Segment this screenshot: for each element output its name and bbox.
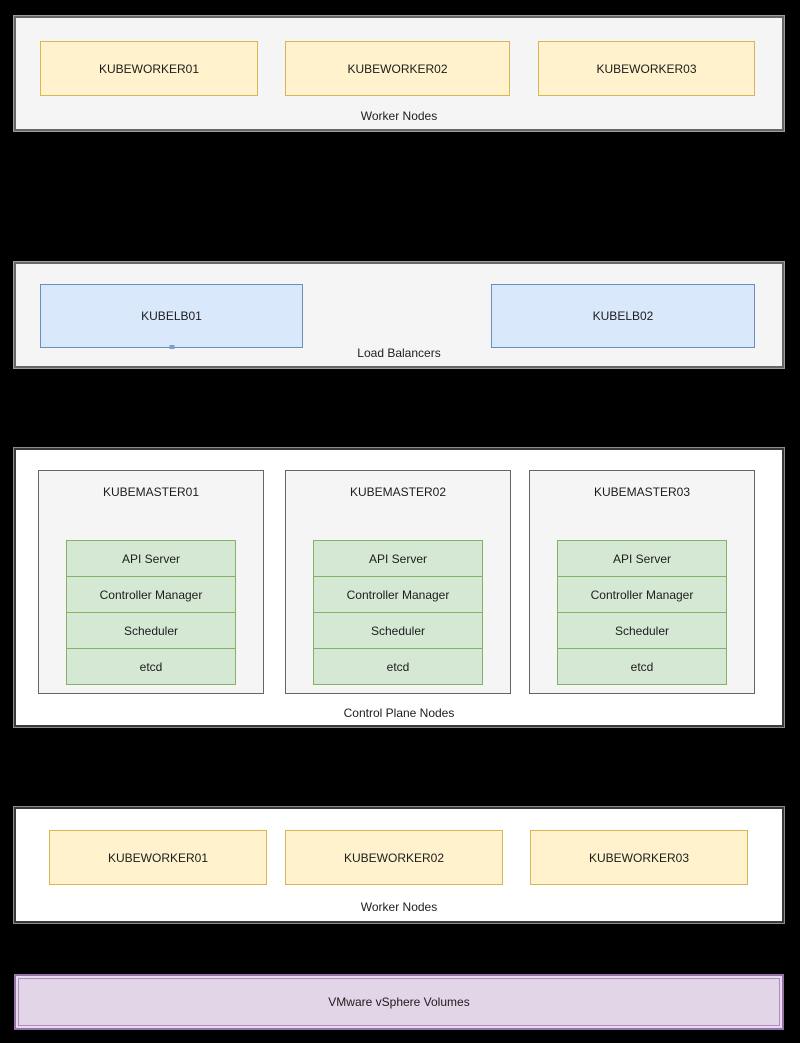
group-label-control-plane-nodes: Control Plane Nodes [343, 706, 455, 720]
node-label: KUBEWORKER01 [107, 850, 209, 865]
storage-bar-vsphere-volumes: VMware vSphere Volumes [14, 974, 784, 1030]
node-label: KUBEWORKER03 [596, 61, 697, 76]
component-etcd: etcd [66, 648, 236, 685]
connection-point-marker [169, 345, 174, 349]
master-title: KUBEMASTER02 [349, 485, 447, 499]
node-kubeworker03-bottom: KUBEWORKER03 [530, 830, 748, 885]
node-label: KUBELB01 [141, 309, 202, 323]
component-api-server: API Server [66, 540, 236, 577]
master-node-kubemaster01: KUBEMASTER01 API Server Controller Manag… [38, 470, 264, 694]
storage-bar-label: VMware vSphere Volumes [328, 995, 470, 1009]
node-label: KUBEWORKER01 [98, 61, 200, 76]
component-stack: API Server Controller Manager Scheduler … [66, 540, 236, 685]
node-kubeworker01-top: KUBEWORKER01 [40, 41, 258, 96]
component-controller-manager: Controller Manager [313, 576, 483, 613]
component-etcd: etcd [313, 648, 483, 685]
node-kubeworker01-bottom: KUBEWORKER01 [49, 830, 267, 885]
group-worker-nodes-top: KUBEWORKER01 KUBEWORKER02 KUBEWORKER03 W… [14, 16, 784, 131]
node-label: KUBEWORKER03 [588, 850, 690, 865]
component-stack: API Server Controller Manager Scheduler … [557, 540, 727, 685]
node-label: KUBEWORKER02 [347, 61, 448, 76]
group-load-balancers: KUBELB01 KUBELB02 Load Balancers [14, 262, 784, 368]
master-title: KUBEMASTER01 [102, 485, 200, 499]
master-node-kubemaster02: KUBEMASTER02 API Server Controller Manag… [285, 470, 511, 694]
group-label-worker-nodes-bottom: Worker Nodes [360, 900, 438, 914]
master-node-kubemaster03: KUBEMASTER03 API Server Controller Manag… [529, 470, 755, 694]
component-scheduler: Scheduler [66, 612, 236, 649]
node-kubeworker03-top: KUBEWORKER03 [538, 41, 755, 96]
node-label: KUBEWORKER02 [343, 850, 445, 865]
master-title: KUBEMASTER03 [593, 485, 691, 499]
node-kubeworker02-bottom: KUBEWORKER02 [285, 830, 503, 885]
component-controller-manager: Controller Manager [66, 576, 236, 613]
node-kubelb02: KUBELB02 [491, 284, 755, 348]
component-scheduler: Scheduler [313, 612, 483, 649]
node-kubeworker02-top: KUBEWORKER02 [285, 41, 510, 96]
component-scheduler: Scheduler [557, 612, 727, 649]
group-label-load-balancers: Load Balancers [357, 346, 441, 360]
component-api-server: API Server [557, 540, 727, 577]
component-controller-manager: Controller Manager [557, 576, 727, 613]
node-label: KUBELB02 [592, 309, 654, 323]
group-control-plane-nodes: KUBEMASTER01 API Server Controller Manag… [14, 448, 784, 727]
group-worker-nodes-bottom: KUBEWORKER01 KUBEWORKER02 KUBEWORKER03 W… [14, 807, 784, 923]
group-label-worker-nodes-top: Worker Nodes [360, 109, 438, 123]
component-api-server: API Server [313, 540, 483, 577]
component-stack: API Server Controller Manager Scheduler … [313, 540, 483, 685]
component-etcd: etcd [557, 648, 727, 685]
node-kubelb01: KUBELB01 [40, 284, 303, 349]
